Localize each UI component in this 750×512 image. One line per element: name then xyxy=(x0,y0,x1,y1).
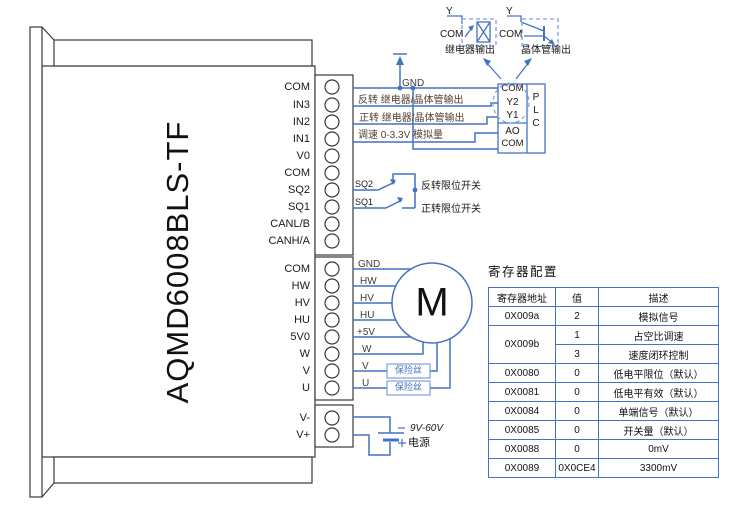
callout-arrows xyxy=(485,61,530,80)
terminal-label: COM xyxy=(284,167,310,179)
hw-label: HW xyxy=(360,276,377,287)
w-label: W xyxy=(362,344,372,355)
transistor-output-caption: 晶体管输出 xyxy=(521,45,571,56)
terminal-label: CANL/B xyxy=(270,218,310,230)
terminal-label: CANH/A xyxy=(268,235,310,247)
plc-letter-l: L xyxy=(533,105,539,116)
terminal-label: HW xyxy=(291,280,310,292)
fuse-boxes xyxy=(386,363,431,396)
motor-gnd-label: GND xyxy=(358,259,381,270)
transistor-emitter-arrowhead xyxy=(548,39,555,45)
device-model: AQMD6008BLS-TF xyxy=(160,120,195,404)
plc-row-com-top: COM xyxy=(501,83,524,94)
fuse-label: 保险丝 xyxy=(394,365,422,375)
forward-output-label: 正转 继电器/晶体管输出 xyxy=(359,113,465,124)
header-addr: 寄存器地址 xyxy=(488,287,556,307)
terminal-label: SQ2 xyxy=(287,184,310,196)
limit-switch-wires xyxy=(353,173,416,209)
transistor-y-label: Y xyxy=(506,6,513,17)
terminal-label: V0 xyxy=(296,150,310,162)
hu-label: HU xyxy=(360,310,375,321)
v-label: V xyxy=(362,361,369,372)
register-table-title: 寄存器配置 xyxy=(488,265,559,279)
relay-contact-arrowhead xyxy=(468,25,474,31)
header-value: 值 xyxy=(555,287,599,307)
plc-row-y1: Y1 xyxy=(506,110,519,121)
plus5v-label: +5V xyxy=(357,327,376,338)
forward-limit-label: 正转限位开关 xyxy=(421,204,481,215)
control-wires xyxy=(353,53,498,150)
callout-arrowheads xyxy=(483,58,532,66)
speed-label: 调速 0-3.3V 模拟量 xyxy=(358,130,444,141)
table-row: 0X009a 2 模拟信号 xyxy=(488,306,719,326)
relay-output-symbol xyxy=(447,15,497,47)
sq1-wire-label: SQ1 xyxy=(355,197,374,207)
voltage-range-label: 9V-60V xyxy=(410,423,443,434)
terminal-label: IN3 xyxy=(292,99,310,111)
fuse-label: 保险丝 xyxy=(394,382,422,392)
table-row: 0X009b 1 占空比调速 xyxy=(488,325,719,364)
limit-switch-markers xyxy=(390,179,418,203)
table-row: 0X0088 0 0mV xyxy=(488,439,719,459)
terminal-label: V xyxy=(302,365,310,377)
hv-label: HV xyxy=(360,293,374,304)
table-header-row: 寄存器地址 值 描述 xyxy=(488,287,719,307)
reverse-output-label: 反转 继电器/晶体管输出 xyxy=(358,95,464,106)
table-row: 0X0089 0X0CE4 3300mV xyxy=(488,458,719,478)
reverse-limit-label: 反转限位开关 xyxy=(421,181,481,192)
terminal-label: 5V0 xyxy=(290,331,310,343)
terminal-label: SQ1 xyxy=(287,201,310,213)
register-table: 寄存器地址 值 描述 0X009a 2 模拟信号 0X009b 1 占空比调速 … xyxy=(488,287,719,478)
motor-circle xyxy=(391,262,473,344)
terminal-label: IN1 xyxy=(292,133,310,145)
control-wire-markers xyxy=(396,56,416,91)
relay-output-caption: 继电器输出 xyxy=(445,45,495,56)
table-row: 0X0084 0 单端信号（默认） xyxy=(488,401,719,421)
terminal-label: U xyxy=(302,382,310,394)
motor-letter: M xyxy=(415,280,449,325)
header-desc: 描述 xyxy=(598,287,719,307)
sq2-wire-label: SQ2 xyxy=(355,179,374,189)
plc-row-ao: AO xyxy=(505,126,520,137)
transistor-com-label: COM xyxy=(499,29,523,40)
terminal-label: V+ xyxy=(296,429,310,441)
transistor-output-symbol xyxy=(507,15,559,47)
plc-row-com-bottom: COM xyxy=(501,138,524,149)
gnd-label: GND xyxy=(402,78,425,89)
power-supply-label: 电源 xyxy=(408,437,430,449)
motor-wires xyxy=(353,268,451,389)
terminal-label: W xyxy=(299,348,310,360)
terminal-label: V- xyxy=(299,412,310,424)
table-row: 3 速度闭环控制 xyxy=(489,344,719,364)
plc-output-highlight xyxy=(492,82,530,124)
driver-body-outline xyxy=(29,26,316,498)
power-wires xyxy=(353,416,406,456)
relay-com-label: COM xyxy=(440,29,464,40)
terminal-label: IN2 xyxy=(292,116,310,128)
plc-row-y2: Y2 xyxy=(506,97,519,108)
u-label: U xyxy=(362,378,370,389)
table-row: 0X0085 0 开关量（默认） xyxy=(488,420,719,440)
table-row: 0X0081 0 低电平有效（默认） xyxy=(488,382,719,402)
plc-letter-p: P xyxy=(532,92,540,103)
terminal-label: COM xyxy=(284,263,310,275)
relay-y-label: Y xyxy=(446,6,453,17)
plc-letter-c: C xyxy=(532,118,540,129)
terminal-label: HU xyxy=(294,314,310,326)
terminal-label: COM xyxy=(284,81,310,93)
terminal-holes xyxy=(324,79,340,443)
table-row: 0X0080 0 低电平限位（默认） xyxy=(488,363,719,383)
terminal-label: HV xyxy=(294,297,310,309)
